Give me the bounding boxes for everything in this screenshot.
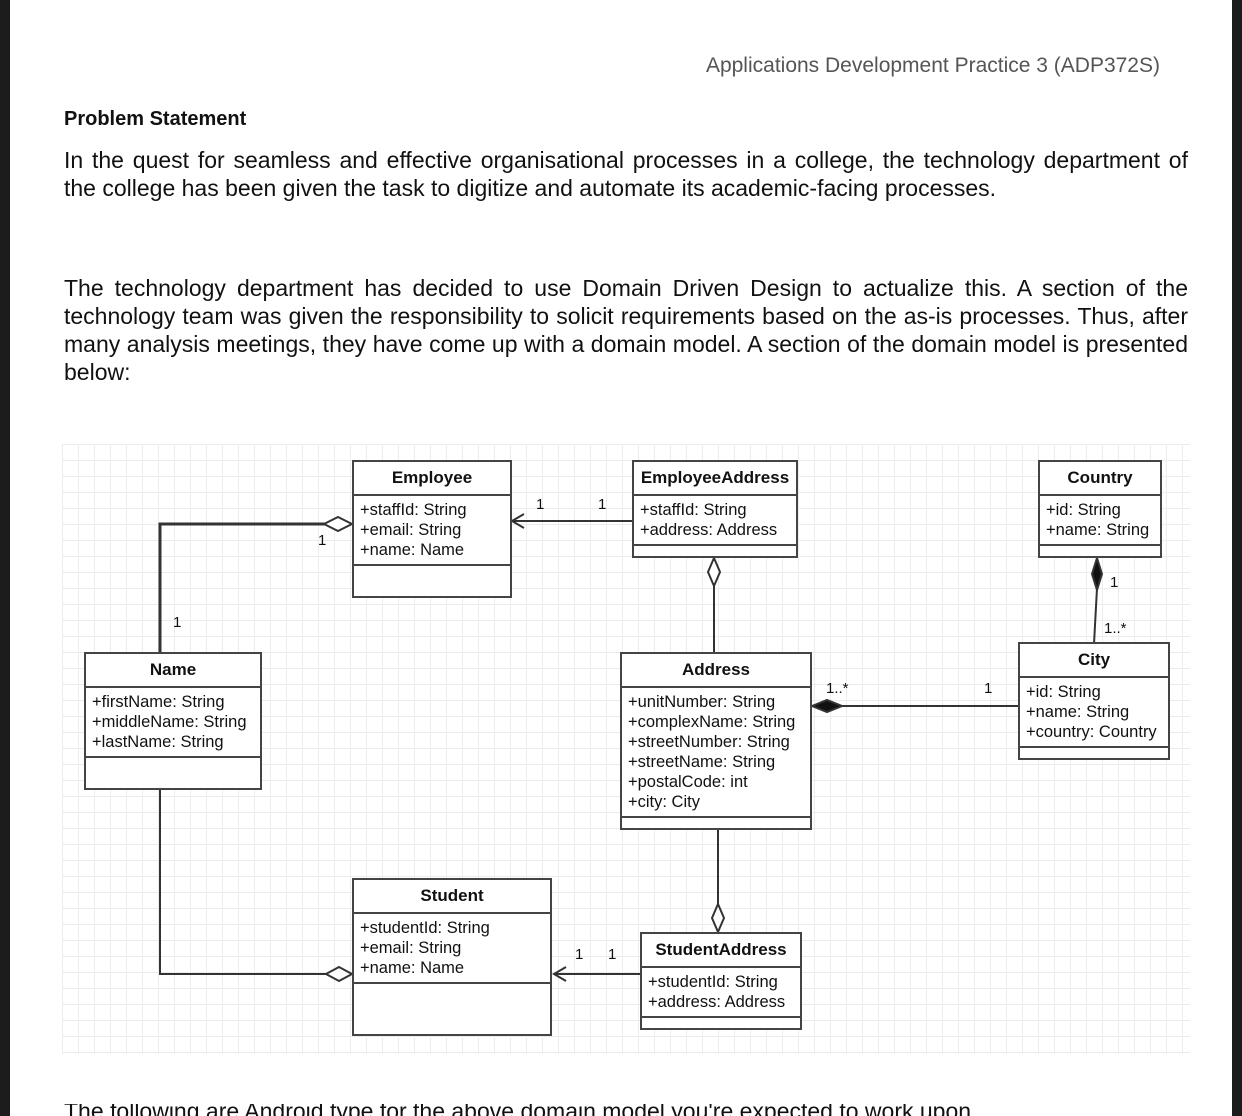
multiplicity-label: 1 <box>598 496 607 513</box>
cutoff-text-line: The following are Android type for the a… <box>64 1104 1064 1116</box>
class-employee: Employee +staffId: String +email: String… <box>352 460 512 598</box>
diagram-connectors <box>158 513 1104 983</box>
attribute: +name: Name <box>360 541 465 559</box>
attribute: +email: String <box>360 939 462 957</box>
empaddr-aggregation-diamond <box>706 555 722 589</box>
class-employee-address-attributes: +staffId: String +address: Address <box>634 496 796 546</box>
address-composition-diamond <box>809 698 845 714</box>
attribute: +name: String <box>1026 703 1130 721</box>
class-city-title: City <box>1020 644 1168 678</box>
class-country-title: Country <box>1040 462 1160 496</box>
attribute: +city: City <box>628 793 700 811</box>
attribute: +postalCode: int <box>628 773 748 791</box>
class-name-attributes: +firstName: String +middleName: String +… <box>86 688 260 758</box>
multiplicity-label: 1 <box>536 496 545 513</box>
cutoff-text: The following are Android type for the a… <box>64 1104 971 1116</box>
class-employee-attributes: +staffId: String +email: String +name: N… <box>354 496 510 566</box>
name-employee-link <box>158 522 338 652</box>
class-student-attributes: +studentId: String +email: String +name:… <box>354 914 550 984</box>
domain-model-diagram: Employee +staffId: String +email: String… <box>62 444 1190 1054</box>
multiplicity-label: 1 <box>318 532 327 549</box>
class-address-title: Address <box>622 654 810 688</box>
multiplicity-label: 1 <box>1110 574 1119 591</box>
class-city: City +id: String +name: String +country:… <box>1018 642 1170 760</box>
attribute: +email: String <box>360 521 462 539</box>
paragraph-2: The technology department has decided to… <box>64 275 1188 385</box>
page-edge-left <box>0 0 10 1116</box>
attribute: +studentId: String <box>360 919 490 937</box>
student-aggregation-diamond <box>323 965 355 983</box>
attribute: +name: Name <box>360 959 465 977</box>
page-edge-right <box>1232 0 1242 1116</box>
attribute: +complexName: String <box>628 713 796 731</box>
class-student-title: Student <box>354 880 550 914</box>
multiplicity-label: 1 <box>984 680 993 697</box>
country-city-link <box>1093 587 1098 645</box>
class-student-address-attributes: +studentId: String +address: Address <box>642 968 800 1018</box>
class-name-title: Name <box>86 654 260 688</box>
employee-arrowhead <box>510 513 525 529</box>
attribute: +address: Address <box>640 521 778 539</box>
multiplicity-label: 1..* <box>826 680 849 697</box>
attribute: +staffId: String <box>640 501 747 519</box>
attribute: +country: Country <box>1026 723 1157 741</box>
class-city-attributes: +id: String +name: String +country: Coun… <box>1020 678 1168 748</box>
attribute: +lastName: String <box>92 733 224 751</box>
attribute: +middleName: String <box>92 713 247 731</box>
attribute: +studentId: String <box>648 973 778 991</box>
attribute: +firstName: String <box>92 693 225 711</box>
multiplicity-label: 1 <box>608 946 617 963</box>
attribute: +address: Address <box>648 993 786 1011</box>
employee-aggregation-diamond <box>321 515 355 533</box>
attribute: +id: String <box>1046 501 1121 519</box>
section-heading: Problem Statement <box>64 108 247 130</box>
class-name: Name +firstName: String +middleName: Str… <box>84 652 262 790</box>
paragraph-1: In the quest for seamless and effective … <box>64 147 1188 201</box>
attribute: +unitNumber: String <box>628 693 776 711</box>
multiplicity-label: 1 <box>173 614 182 631</box>
class-country: Country +id: String +name: String <box>1038 460 1162 558</box>
class-student: Student +studentId: String +email: Strin… <box>352 878 552 1036</box>
class-employee-title: Employee <box>354 462 510 496</box>
multiplicity-label: 1 <box>575 946 584 963</box>
studaddr-aggregation-diamond <box>710 901 726 935</box>
attribute: +staffId: String <box>360 501 467 519</box>
class-country-attributes: +id: String +name: String <box>1040 496 1160 546</box>
attribute: +name: String <box>1046 521 1150 539</box>
multiplicity-label: 1..* <box>1104 620 1127 637</box>
class-address: Address +unitNumber: String +complexName… <box>620 652 812 830</box>
class-student-address: StudentAddress +studentId: String +addre… <box>640 932 802 1030</box>
attribute: +streetName: String <box>628 753 776 771</box>
class-address-attributes: +unitNumber: String +complexName: String… <box>622 688 810 818</box>
class-employee-address: EmployeeAddress +staffId: String +addres… <box>632 460 798 558</box>
attribute: +id: String <box>1026 683 1101 701</box>
course-header: Applications Development Practice 3 (ADP… <box>705 54 1160 77</box>
class-employee-address-title: EmployeeAddress <box>634 462 796 496</box>
class-student-address-title: StudentAddress <box>642 934 800 968</box>
country-composition-diamond <box>1090 554 1104 594</box>
student-arrowhead <box>552 966 567 982</box>
attribute: +streetNumber: String <box>628 733 790 751</box>
name-student-link <box>159 790 326 975</box>
